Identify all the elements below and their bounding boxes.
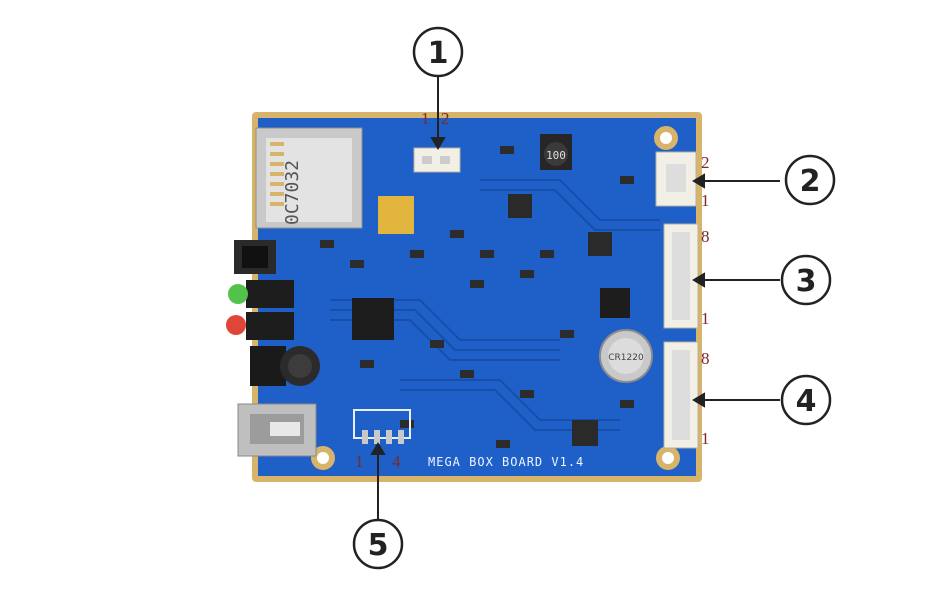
pin-label: 1 <box>701 191 710 210</box>
pin-label: 2 <box>441 109 450 128</box>
connector-5 <box>353 409 411 444</box>
pin-label: 1 <box>421 109 430 128</box>
pin-label: 1 <box>701 429 710 448</box>
gold-pad-array <box>378 196 414 234</box>
inductor-label: 100 <box>546 149 566 162</box>
callout-1: 1 1 2 <box>412 26 464 128</box>
callout-3: 3 8 1 <box>701 227 832 328</box>
led-red <box>226 312 294 340</box>
chips: 100 <box>352 134 630 446</box>
pin-label: 8 <box>701 227 710 246</box>
pin-label: 4 <box>392 452 401 471</box>
callout-number: 2 <box>800 164 821 199</box>
callout-5: 5 1 4 <box>352 452 404 570</box>
microphone <box>250 346 320 386</box>
callout-number: 3 <box>796 264 817 299</box>
pin-label: 1 <box>355 452 364 471</box>
connector-1 <box>413 147 461 173</box>
connector-4 <box>663 341 699 449</box>
mini-usb-port <box>237 403 317 457</box>
coin-cell-battery: CR1220 <box>599 329 653 383</box>
passive-components <box>320 146 634 448</box>
connector-3 <box>663 223 699 329</box>
pin-label: 1 <box>701 309 710 328</box>
battery-label: CR1220 <box>608 353 644 363</box>
board-silkscreen: MEGA BOX BOARD V1.4 <box>428 455 584 469</box>
sd-card-slot: 0C7032 <box>255 127 363 229</box>
pin-label: 2 <box>701 153 710 172</box>
callout-number: 5 <box>368 528 389 563</box>
led-green <box>228 280 294 308</box>
callout-number: 1 <box>428 36 449 71</box>
callout-2: 2 2 1 <box>701 153 836 210</box>
callout-arrows <box>370 76 780 520</box>
sd-label: 0C7032 <box>282 160 303 225</box>
callout-4: 4 8 1 <box>701 349 832 448</box>
tactile-button <box>234 240 276 274</box>
callout-number: 4 <box>796 384 817 419</box>
pin-label: 8 <box>701 349 710 368</box>
connector-2 <box>655 151 697 207</box>
